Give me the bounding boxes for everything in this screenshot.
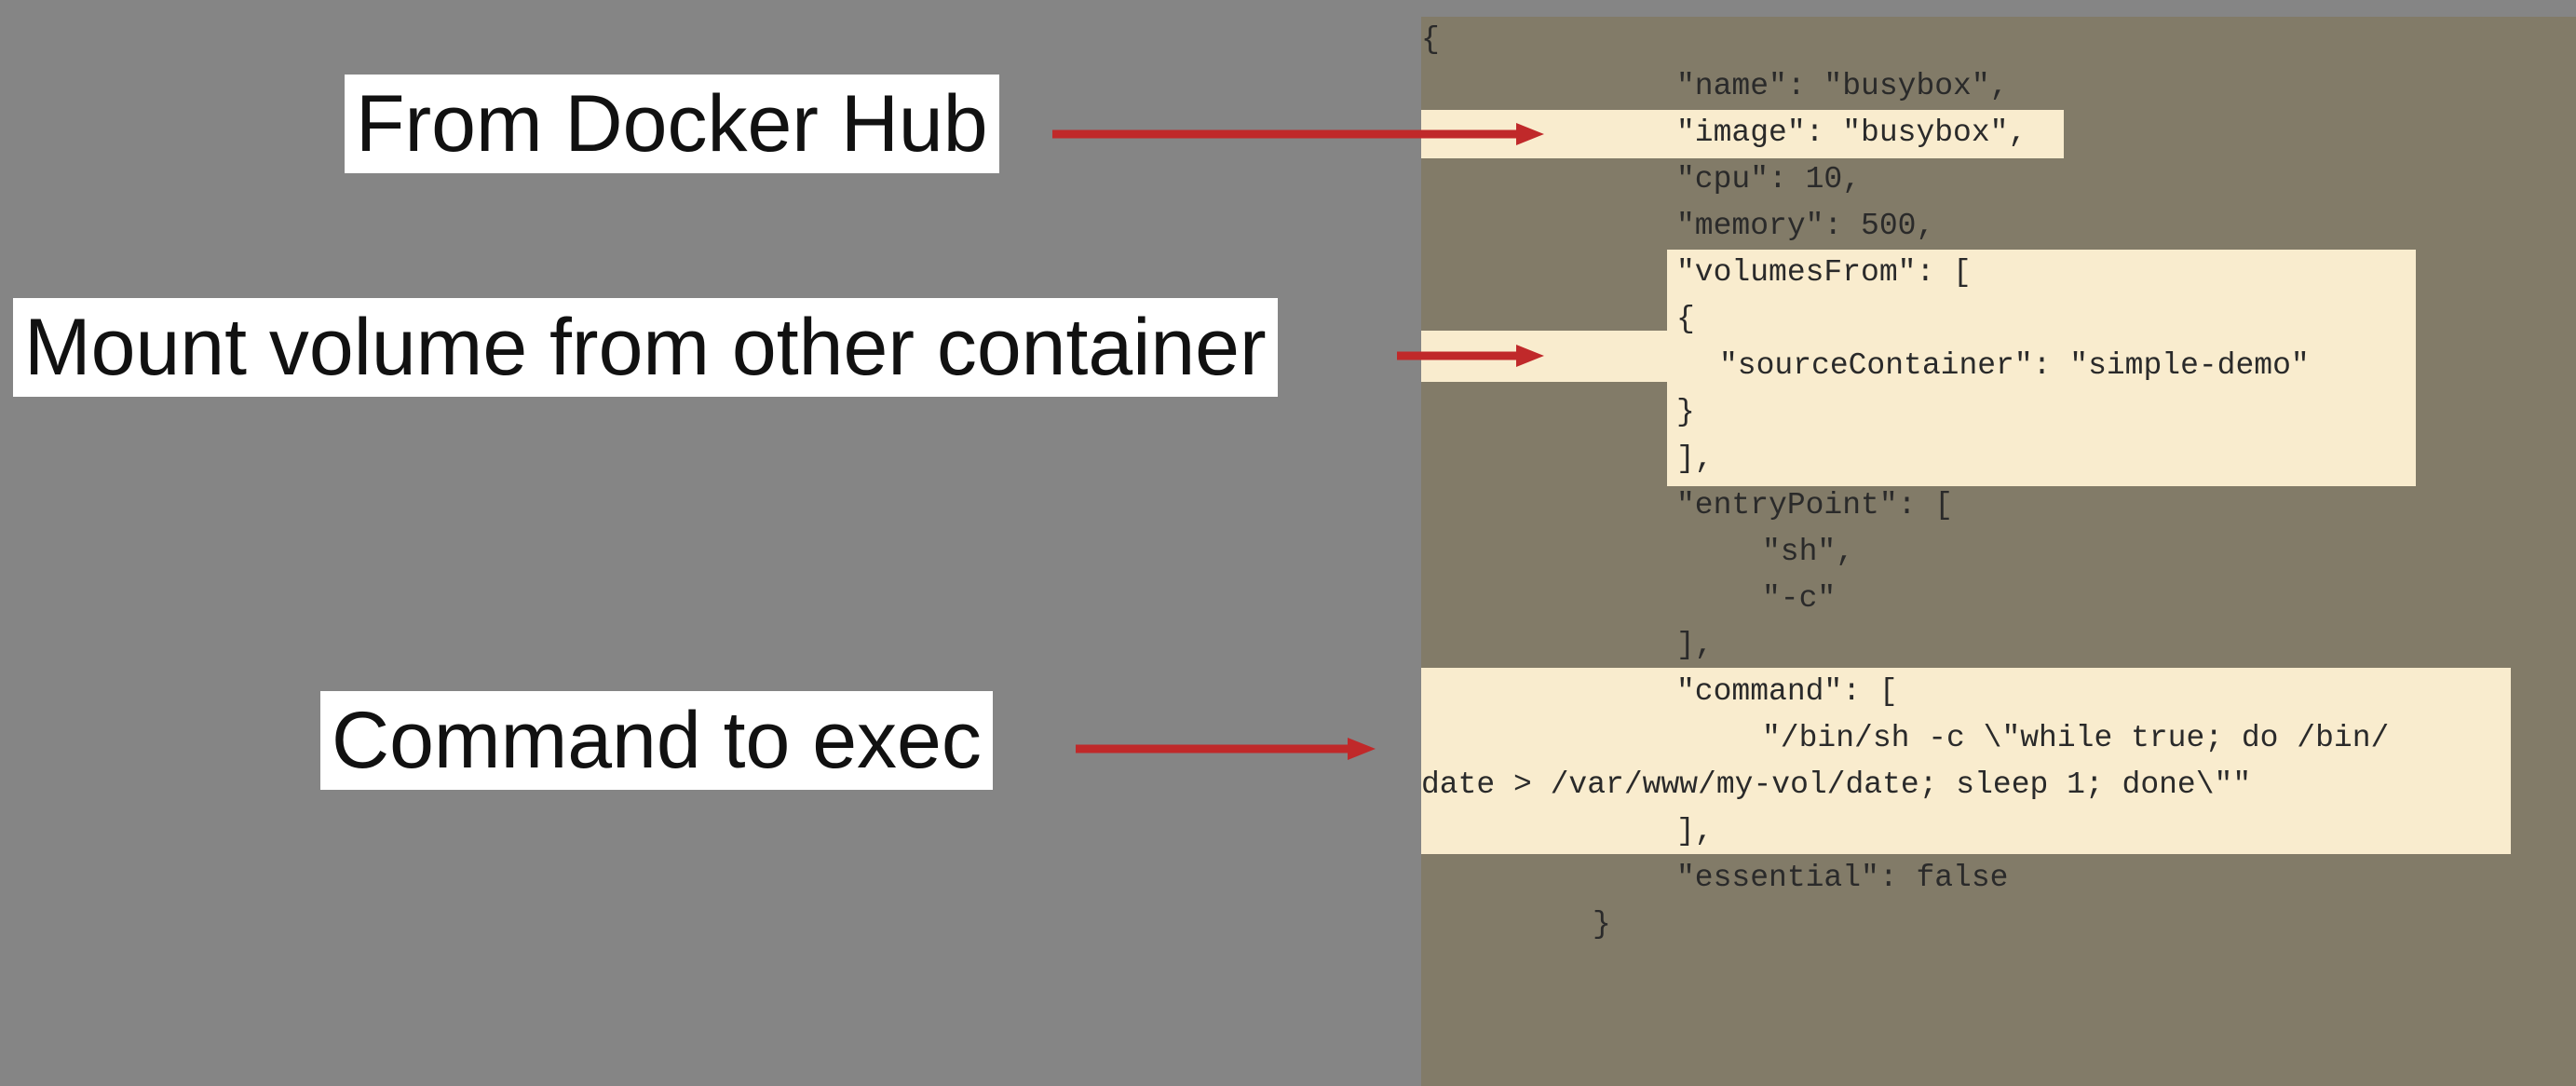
code-line: "volumesFrom": [: [1676, 255, 1972, 290]
annotation-docker-hub: From Docker Hub: [345, 75, 999, 173]
arrow-command-icon: [1076, 738, 1376, 760]
code-line: "essential": false: [1676, 861, 2009, 895]
code-line: "memory": 500,: [1676, 209, 1935, 243]
code-line: {: [1421, 22, 1440, 57]
annotation-command: Command to exec: [320, 691, 993, 790]
code-line: }: [1676, 395, 1695, 429]
volumes-highlight: [1667, 250, 2416, 486]
code-line: "/bin/sh -c \"while true; do /bin/: [1762, 721, 2390, 755]
code-line: "image": "busybox",: [1676, 115, 2027, 150]
code-line: "command": [: [1676, 674, 1898, 709]
code-line: "-c": [1762, 581, 1837, 616]
annotation-mount-volume: Mount volume from other container: [13, 298, 1278, 397]
arrow-docker-hub-icon: [1052, 123, 1544, 145]
code-line: "sh",: [1762, 535, 1855, 569]
command-highlight: [1421, 668, 2511, 854]
code-line: "cpu": 10,: [1676, 162, 1862, 197]
annotation-area: [0, 0, 1421, 1086]
code-panel: [1421, 17, 2576, 1086]
code-line: date > /var/www/my-vol/date; sleep 1; do…: [1421, 767, 2252, 802]
code-line: {: [1676, 302, 1695, 336]
code-line: ],: [1676, 628, 1714, 662]
code-line: ],: [1676, 441, 1714, 476]
code-line: "entryPoint": [: [1676, 488, 1954, 523]
arrow-mount-volume-icon: [1397, 345, 1544, 367]
code-line: ],: [1676, 814, 1714, 848]
code-line: "sourceContainer": "simple-demo": [1719, 348, 2310, 383]
code-line: "name": "busybox",: [1676, 69, 2009, 103]
code-line: }: [1593, 907, 1611, 942]
